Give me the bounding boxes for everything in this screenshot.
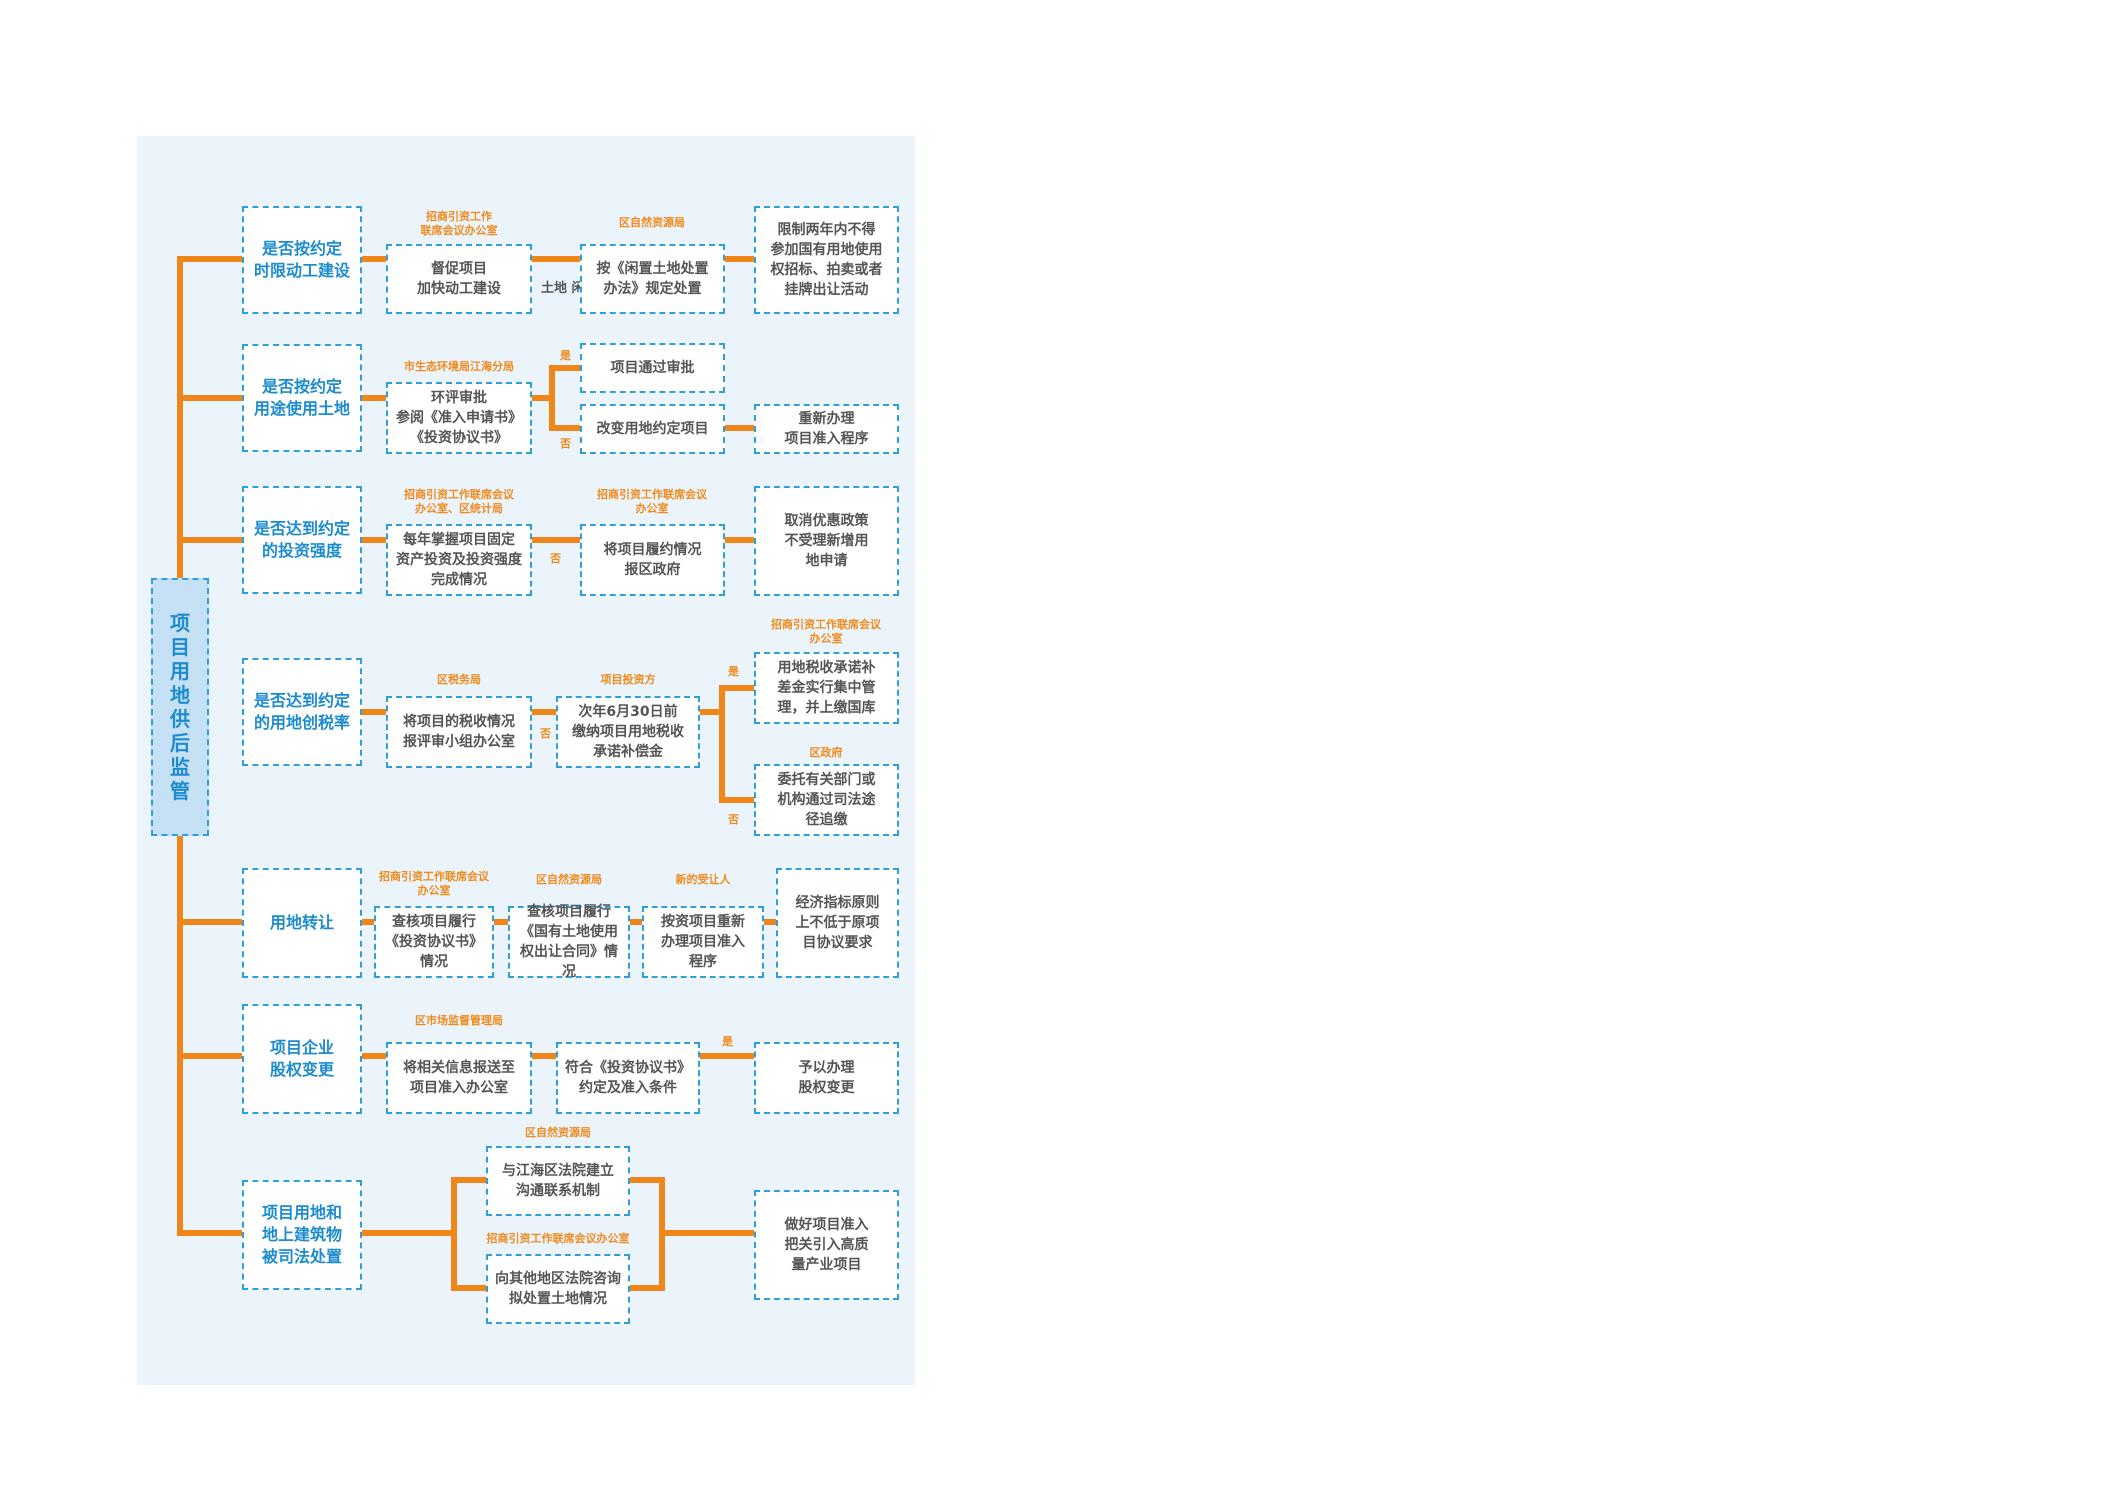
row4-yes-tag: 是 — [728, 665, 739, 678]
row4-dept1-label: 区税务局 — [437, 673, 481, 686]
row1-dept1-label: 招商引资工作 联席会议办公室 — [420, 210, 498, 237]
category-4: 是否达到约定 的用地创税率 — [242, 658, 362, 766]
row2-dept1-label: 市生态环境局江海分局 — [404, 360, 514, 373]
row4-no-tag: 否 — [540, 727, 551, 740]
category-3: 是否达到约定 的投资强度 — [242, 486, 362, 594]
row5-step1: 查核项目履行 《投资协议书》 情况 — [374, 906, 494, 978]
category-6: 项目企业 股权变更 — [242, 1004, 362, 1114]
row4-step2: 次年6月30日前 缴纳项目用地税收 承诺补偿金 — [556, 696, 700, 768]
row6-dept1-label: 区市场监督管理局 — [415, 1014, 503, 1027]
row2-step1: 环评审批 参阅《准入申请书》 《投资协议书》 — [386, 382, 532, 454]
row7-fork-left — [451, 1177, 489, 1291]
row7-step-a: 与江海区法院建立 沟通联系机制 — [486, 1146, 630, 1216]
row4-no2-tag: 否 — [728, 813, 739, 826]
row4-result-no: 委托有关部门或 机构通过司法途 径追缴 — [754, 764, 899, 836]
row1-step1: 督促项目 加快动工建设 — [386, 244, 532, 314]
row6-yes-tag: 是 — [722, 1035, 733, 1048]
row6-step1: 将相关信息报送至 项目准入办公室 — [386, 1042, 532, 1114]
category-2: 是否按约定 用途使用土地 — [242, 344, 362, 452]
row7-fork-right — [627, 1177, 665, 1291]
row3-step2: 将项目履约情况 报区政府 — [580, 524, 725, 596]
row5-result: 经济指标原则 上不低于原项 目协议要求 — [776, 868, 899, 978]
row3-dept1-label: 招商引资工作联席会议 办公室、区统计局 — [404, 488, 514, 515]
row1-result: 限制两年内不得 参加国有用地使用 权招标、拍卖或者 挂牌出让活动 — [754, 206, 899, 314]
row7-dept-a-label: 区自然资源局 — [525, 1126, 591, 1139]
row7-result: 做好项目准入 把关引入高质 量产业项目 — [754, 1190, 899, 1300]
row4-fork — [719, 685, 757, 803]
row4-dept-no-label: 区政府 — [809, 746, 843, 759]
row4-result-yes: 用地税收承诺补 差金实行集中管 理，并上缴国库 — [754, 652, 899, 724]
row2-fork — [549, 365, 583, 431]
row2-branch-yes: 项目通过审批 — [580, 343, 725, 393]
row6-result: 予以办理 股权变更 — [754, 1042, 899, 1114]
category-1: 是否按约定 时限动工建设 — [242, 206, 362, 314]
row4-dept2-label: 项目投资方 — [600, 673, 656, 686]
row3-step1: 每年掌握项目固定 资产投资及投资强度 完成情况 — [386, 524, 532, 596]
row5-step3: 按资项目重新 办理项目准入 程序 — [642, 906, 764, 978]
root-box: 项目用地供后监管 — [151, 578, 209, 836]
row2-result: 重新办理 项目准入程序 — [754, 404, 899, 454]
row3-result: 取消优惠政策 不受理新增用 地申请 — [754, 486, 899, 596]
row5-dept2-label: 区自然资源局 — [536, 873, 602, 886]
row1-step2: 按《闲置土地处置 办法》规定处置 — [580, 244, 725, 314]
row4-dept-yes-label: 招商引资工作联席会议 办公室 — [771, 618, 881, 645]
row2-branch-no: 改变用地约定项目 — [580, 404, 725, 454]
row5-dept3-label: 新的受让人 — [675, 873, 731, 886]
row6-step2: 符合《投资协议书》 约定及准入条件 — [556, 1042, 700, 1114]
row2-no-tag: 否 — [560, 437, 571, 450]
row3-no-tag: 否 — [550, 552, 561, 565]
row4-step1: 将项目的税收情况 报评审小组办公室 — [386, 696, 532, 768]
row7-step-b: 向其他地区法院咨询 拟处置土地情况 — [486, 1254, 630, 1324]
row1-dept2-label: 区自然资源局 — [619, 216, 685, 229]
row5-dept1-label: 招商引资工作联席会议 办公室 — [379, 870, 489, 897]
category-7: 项目用地和 地上建筑物 被司法处置 — [242, 1180, 362, 1290]
row2-yes-tag: 是 — [560, 349, 571, 362]
row7-dept-b-label: 招商引资工作联席会议办公室 — [486, 1232, 630, 1245]
row3-dept2-label: 招商引资工作联席会议 办公室 — [597, 488, 707, 515]
category-5: 用地转让 — [242, 868, 362, 978]
row5-step2: 查核项目履行 《国有土地使用 权出让合同》情况 — [508, 904, 630, 980]
root-label: 项目用地供后监管 — [170, 611, 190, 803]
